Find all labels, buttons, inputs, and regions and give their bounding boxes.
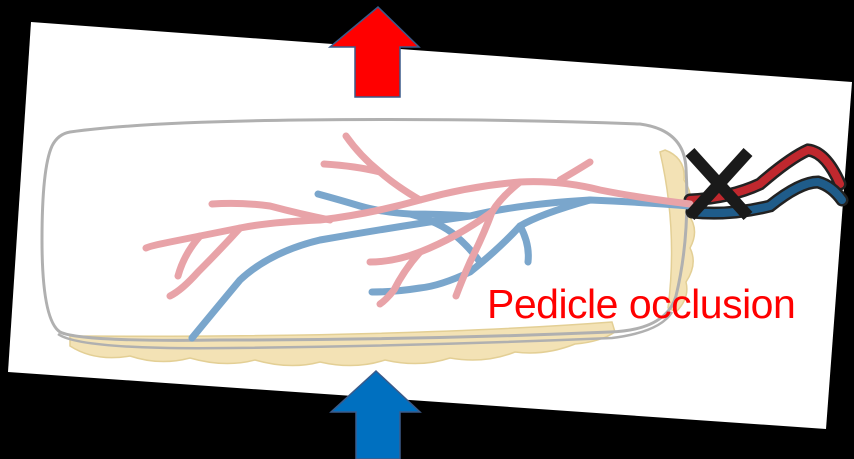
diagram-card [8,22,852,429]
pedicle-occlusion-label: Pedicle occlusion [487,280,795,328]
